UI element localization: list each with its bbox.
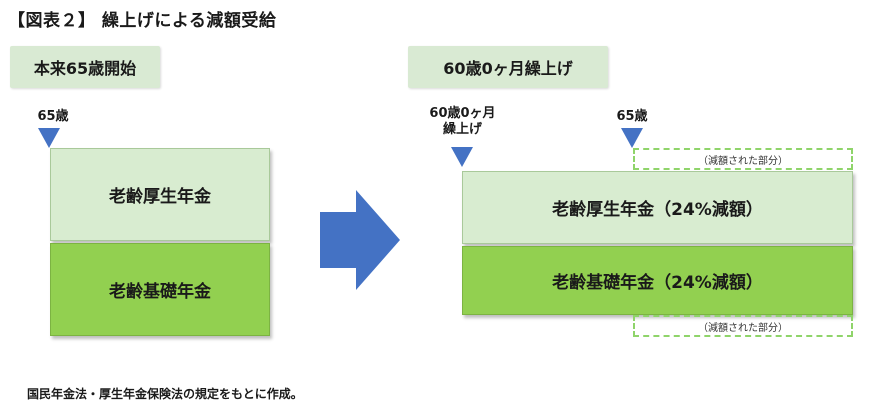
right-start-label: 60歳0ヶ月 繰上げ xyxy=(415,106,510,138)
right-arrow-icon xyxy=(320,190,400,290)
reduced-portion-top: （減額された部分） xyxy=(633,148,853,170)
reduced-portion-bottom: （減額された部分） xyxy=(633,315,853,337)
right-kosei-nenkin-block: 老齢厚生年金（24%減額） xyxy=(462,171,853,244)
right-start-marker-icon xyxy=(451,147,473,167)
right-age-65-label: 65歳 xyxy=(616,109,648,124)
right-start-label-line2: 繰上げ xyxy=(442,122,482,137)
left-age-65-label: 65歳 xyxy=(37,109,69,124)
left-kiso-nenkin-block: 老齢基礎年金 xyxy=(50,243,270,336)
right-kiso-nenkin-block: 老齢基礎年金（24%減額） xyxy=(462,246,853,315)
left-header: 本来65歳開始 xyxy=(10,46,160,88)
figure-title: 【図表２】 繰上げによる減額受給 xyxy=(8,11,277,31)
footnote: 国民年金法・厚生年金保険法の規定をもとに作成。 xyxy=(27,387,303,401)
right-header: 60歳0ヶ月繰上げ xyxy=(408,46,608,88)
left-age-65-marker-icon xyxy=(38,128,60,148)
left-kosei-nenkin-block: 老齢厚生年金 xyxy=(50,148,270,241)
right-age-65-marker-icon xyxy=(621,128,643,148)
right-start-label-line1: 60歳0ヶ月 xyxy=(429,106,496,121)
